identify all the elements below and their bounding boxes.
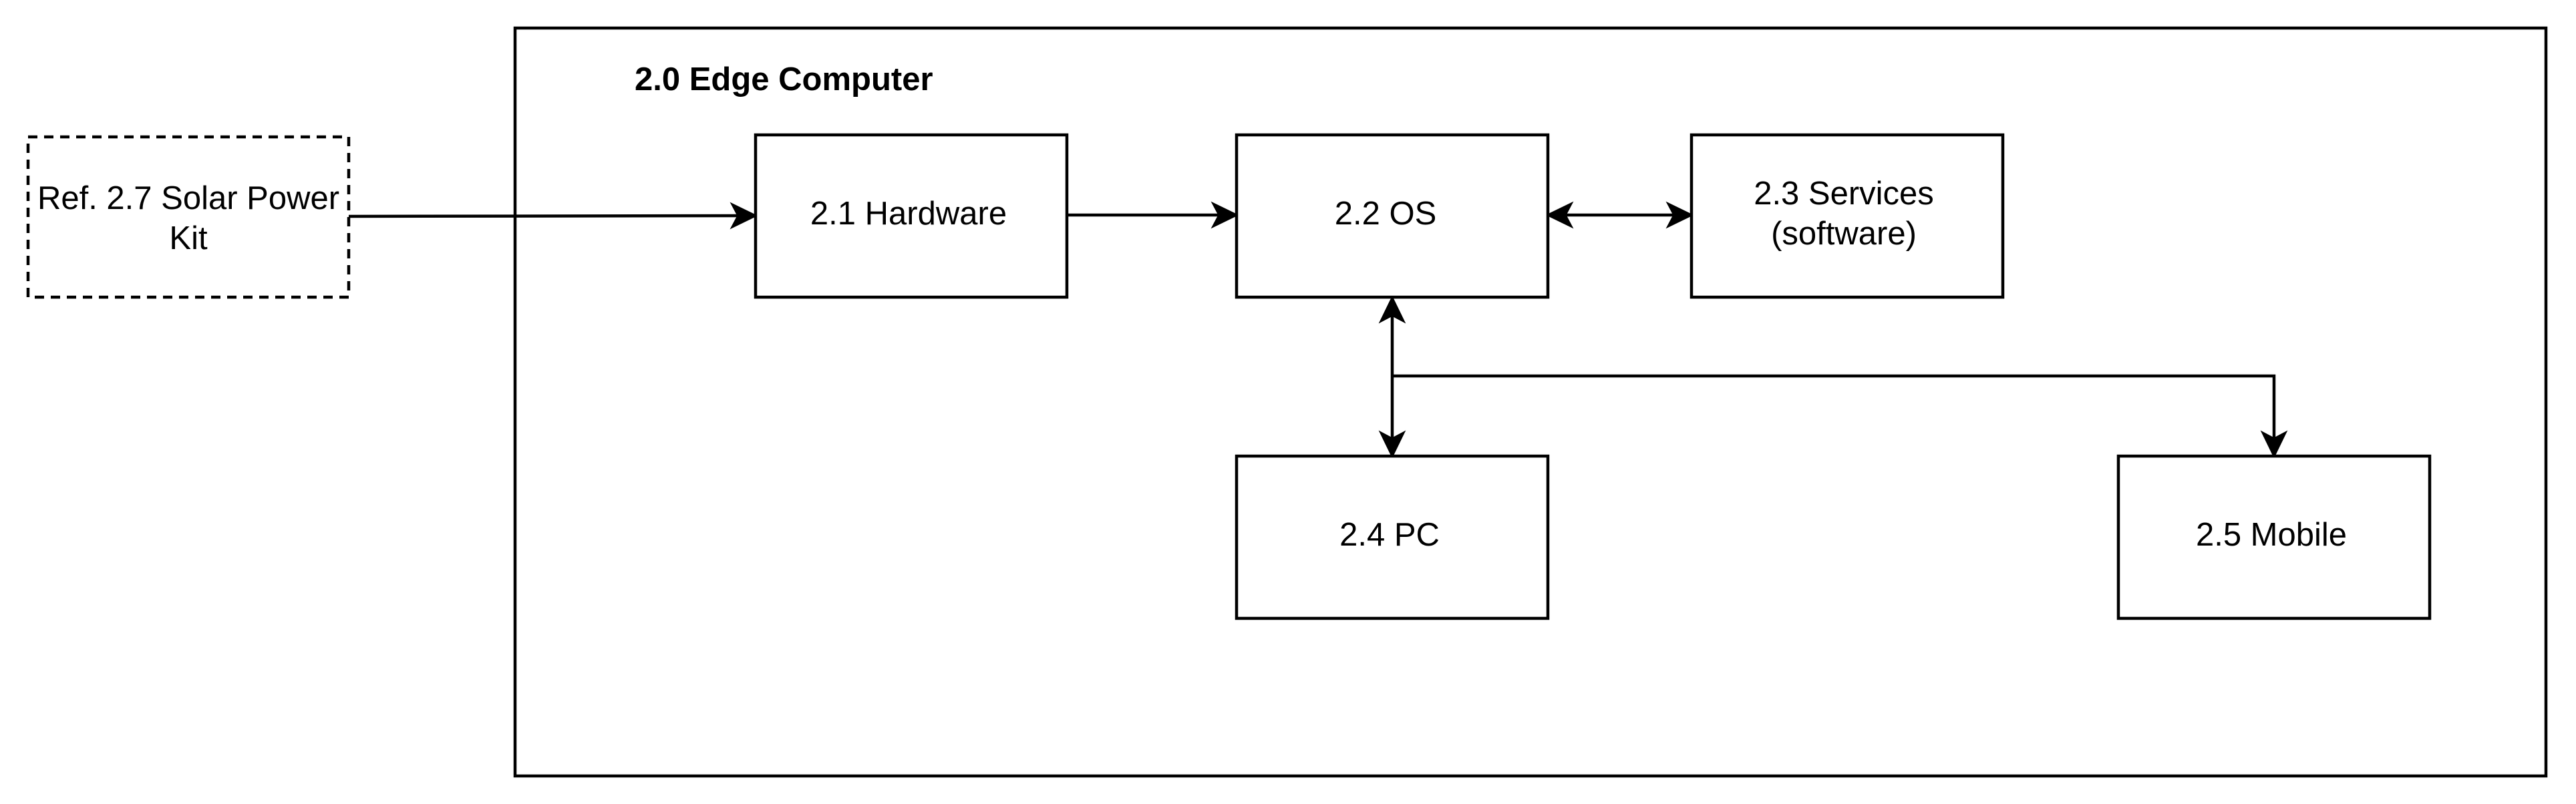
arrowhead-os-from-services [1545,201,1574,229]
arrowhead-mobile-in [2260,430,2288,459]
os-node[interactable]: 2.2 OS [1235,133,1550,299]
edge-computer-title: 2.0 Edge Computer [635,61,933,97]
hardware-label: 2.1 Hardware [810,196,1007,232]
connectors [348,201,2288,459]
hardware-node[interactable]: 2.1 Hardware [754,133,1069,299]
services-label-line2: (software) [1771,216,1917,252]
mobile-label: 2.5 Mobile [2196,517,2347,553]
arrowhead-os-in [1211,201,1239,229]
solar-power-kit-label-line2: Kit [169,220,208,256]
pc-label: 2.4 PC [1339,517,1440,553]
solar-power-kit-ref-box[interactable]: Ref. 2.7 Solar Power Kit [26,135,351,299]
solar-power-kit-label-line1: Ref. 2.7 Solar Power [37,180,339,216]
services-label-line1: 2.3 Services [1754,176,1934,212]
edge-os-mobile [1392,374,2276,439]
arrowhead-services-in [1665,201,1694,229]
services-node[interactable]: 2.3 Services (software) [1689,133,2005,299]
mobile-node[interactable]: 2.5 Mobile [2116,454,2432,620]
arrowhead-os-from-pc [1378,295,1406,324]
arrowhead-hardware-in [730,202,758,230]
os-label: 2.2 OS [1335,196,1437,232]
pc-node[interactable]: 2.4 PC [1235,454,1550,620]
arrowhead-pc-in [1378,430,1406,459]
